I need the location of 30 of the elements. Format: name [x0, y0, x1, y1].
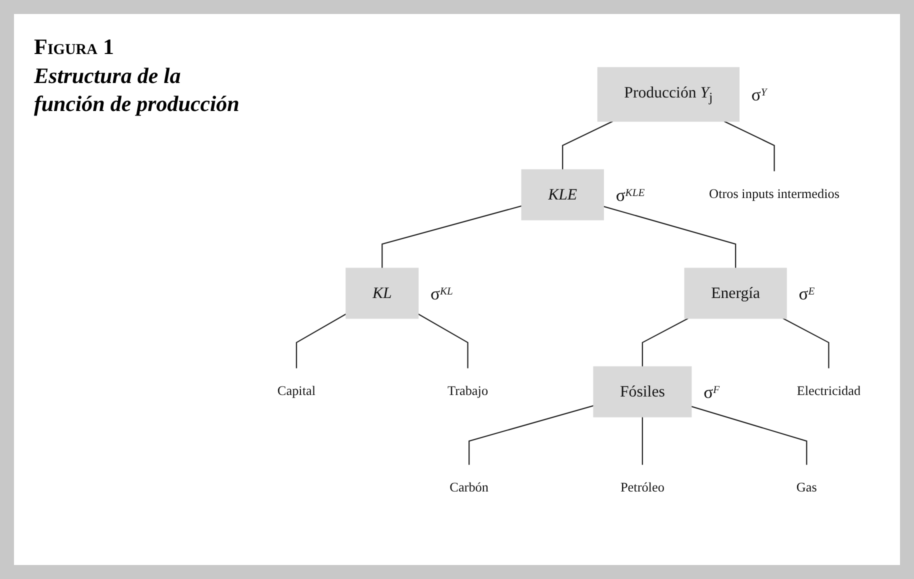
- connector: [468, 405, 594, 466]
- figure-caption: Estructura de la función de producción: [34, 62, 240, 118]
- node-text: Capital: [277, 384, 316, 399]
- connector: [603, 206, 736, 268]
- elasticity-label: σ$^{E}$: [798, 283, 815, 304]
- node-text: Otros inputs intermedios: [709, 188, 840, 202]
- node-box: Producción Y$_{j}$: [597, 67, 740, 122]
- elasticity-label: σ$^{KLE}$: [616, 184, 645, 205]
- node-box: Energía: [684, 268, 787, 319]
- connector: [418, 314, 468, 369]
- connector: [724, 120, 775, 172]
- connector: [562, 120, 613, 170]
- node-text: Electricidad: [796, 384, 861, 399]
- node-text: Trabajo: [447, 384, 488, 399]
- node-box: Fósiles: [593, 366, 692, 418]
- connector: [382, 205, 522, 268]
- connector: [642, 416, 644, 466]
- connector: [691, 406, 808, 466]
- elasticity-label: σ$^{F}$: [704, 382, 720, 402]
- node-text: Gas: [796, 481, 817, 496]
- connector: [296, 314, 346, 369]
- node-box: KLE: [521, 169, 604, 220]
- elasticity-label: σ$^{KL}$: [430, 283, 453, 304]
- node-text: Carbón: [450, 481, 489, 496]
- connector: [782, 318, 830, 369]
- node-box: KL: [346, 268, 419, 319]
- connector: [642, 318, 688, 367]
- elasticity-label: σ$^{Y}$: [751, 84, 767, 105]
- figure-title: Figura 1: [34, 34, 114, 60]
- node-text: Petróleo: [620, 481, 664, 496]
